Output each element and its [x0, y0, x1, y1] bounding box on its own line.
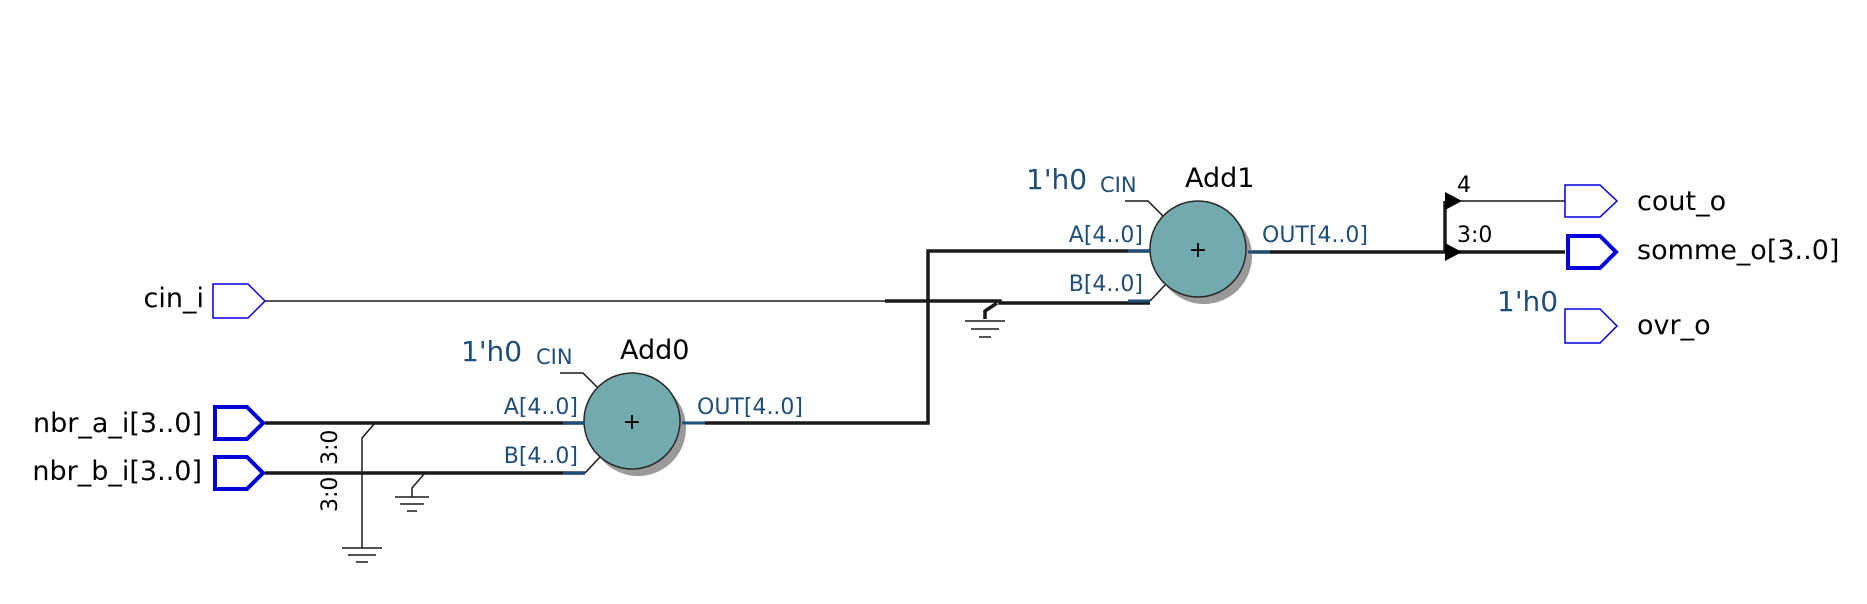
ripper-cout-arrow [1445, 192, 1462, 210]
bus-add0-out-to-add1-a [705, 249, 1150, 425]
port-icon [1566, 234, 1619, 270]
pin-cin-lead [560, 372, 599, 389]
ripper-somme-arrow [1445, 243, 1462, 261]
output-port-cout-o[interactable] [1564, 184, 1619, 218]
slice-label-a: 3:0 [318, 430, 343, 465]
wire-b-msb-tie [411, 472, 426, 497]
add1-pin-b-label: B[4..0] [1069, 272, 1143, 297]
port-label-nbr-b-i: nbr_b_i[3..0] [32, 456, 202, 487]
port-icon [212, 283, 267, 319]
ground-icon [342, 547, 382, 563]
add1-pin-a-label: A[4..0] [1069, 223, 1143, 248]
bus-add1-b [885, 299, 1150, 305]
add0-cin-const: 1'h0 [461, 335, 522, 368]
add1-cin-label: CIN [1100, 173, 1137, 197]
port-icon [1564, 184, 1619, 218]
adder-add0[interactable]: + [560, 372, 705, 476]
wire-a-msb-tie [361, 422, 376, 548]
add1-pin-out-label: OUT[4..0] [1262, 223, 1368, 248]
output-port-somme-o[interactable] [1566, 234, 1619, 270]
pin-b-lead [584, 456, 601, 474]
pin-b-lead [1149, 284, 1166, 302]
slice-label-b: 3:0 [318, 477, 343, 512]
adder-op: + [623, 410, 641, 435]
add1-instance-name: Add1 [1185, 163, 1254, 194]
port-label-somme-o: somme_o[3..0] [1637, 235, 1839, 266]
slice-label-somme: 3:0 [1457, 223, 1492, 248]
adder-body [1149, 200, 1247, 298]
add0-instance-name: Add0 [620, 335, 689, 366]
output-port-ovr-o[interactable] [1564, 308, 1619, 344]
slice-label-cout: 4 [1457, 173, 1471, 198]
port-label-cin-i: cin_i [144, 283, 204, 314]
ground-icon [965, 301, 1005, 338]
add1-cin-const: 1'h0 [1026, 163, 1087, 196]
add0-cin-label: CIN [536, 345, 573, 369]
adder-add1[interactable]: + [1125, 200, 1270, 304]
port-label-cout-o: cout_o [1637, 186, 1726, 217]
add0-pin-out-label: OUT[4..0] [697, 395, 803, 420]
input-port-nbr-b-i[interactable] [213, 455, 266, 491]
input-port-cin-i[interactable] [212, 283, 267, 319]
ground-icon [395, 496, 429, 512]
pin-cin-lead [1125, 200, 1164, 217]
adder-op: + [1189, 238, 1207, 263]
port-label-ovr-o: ovr_o [1637, 310, 1711, 341]
port-label-nbr-a-i: nbr_a_i[3..0] [33, 408, 202, 439]
add0-pin-a-label: A[4..0] [504, 395, 578, 420]
add0-pin-b-label: B[4..0] [504, 444, 578, 469]
adder-body [583, 372, 681, 470]
ovr-const: 1'h0 [1497, 285, 1558, 318]
port-icon [213, 405, 266, 441]
port-icon [1564, 308, 1619, 344]
input-port-nbr-a-i[interactable] [213, 405, 266, 441]
port-icon [213, 455, 266, 491]
